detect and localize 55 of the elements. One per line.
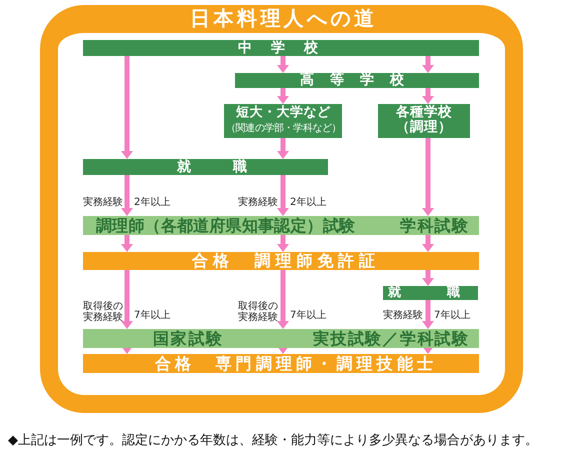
arrow <box>422 88 434 104</box>
stage-label: 就 職 <box>388 286 460 300</box>
school-label: 各種学校（調理） <box>394 105 453 135</box>
arrow <box>121 346 133 354</box>
requirement-note: 取得後の実務経験 <box>238 301 279 323</box>
school-box <box>378 104 470 138</box>
school-box <box>224 104 342 138</box>
requirement-note: 7年以上 <box>290 310 326 321</box>
arrow <box>277 138 289 159</box>
stage-bar <box>235 73 479 88</box>
arrow <box>422 235 434 252</box>
school-sublabel: （関連の学部・学科など） <box>226 123 340 135</box>
title-text: 日本料理人への道 <box>190 6 374 30</box>
stage-bar <box>83 159 328 175</box>
school-label: 短大・大学など <box>236 105 330 121</box>
requirement-note: 実務経験 <box>238 197 278 208</box>
arrow <box>277 56 289 73</box>
arrow <box>422 270 434 286</box>
arrow <box>277 270 289 329</box>
arrow <box>277 346 289 354</box>
exam-label: 実技試験／学科試験 <box>313 329 468 348</box>
exam-label: 学科試験 <box>400 216 468 235</box>
requirement-note: 実務経験 <box>383 310 423 321</box>
stage-label: 高等学校 <box>300 73 404 88</box>
arrow <box>422 138 434 216</box>
exam-band <box>83 216 479 235</box>
requirement-note: 7年以上 <box>434 310 470 321</box>
stage-bar <box>383 286 478 300</box>
stage-label: 中学校 <box>238 40 318 56</box>
footnote: ◆上記は一例です。認定にかかる年数は、経験・能力等により多少異なる場合があります。 <box>8 433 538 449</box>
requirement-note: 7年以上 <box>134 310 170 321</box>
stage-label: 就 職 <box>177 159 247 175</box>
arrow <box>277 88 289 104</box>
arrow <box>422 56 434 73</box>
arrow <box>121 175 133 216</box>
result-label: 合格 専門調理師・調理技能士 <box>155 354 433 373</box>
requirement-note: 2年以上 <box>134 197 170 208</box>
rounded-frame <box>40 5 523 413</box>
exam-label: 調理師（各都道府県知事認定）試験 <box>96 216 355 235</box>
arrow <box>121 270 133 329</box>
arrow <box>277 175 289 216</box>
arrow <box>121 56 133 159</box>
result-label: 合格 調理師免許証 <box>192 252 375 270</box>
exam-band <box>83 329 479 348</box>
arrow <box>422 300 434 329</box>
arrow <box>121 235 133 252</box>
arrow <box>422 346 434 354</box>
stage-bar <box>83 40 479 56</box>
result-bar <box>83 252 479 270</box>
exam-label: 国家試験 <box>153 329 222 348</box>
arrow <box>277 235 289 252</box>
requirement-note: 2年以上 <box>290 197 326 208</box>
requirement-note: 実務経験 <box>83 197 123 208</box>
requirement-note: 取得後の実務経験 <box>83 301 124 323</box>
result-bar <box>83 354 479 373</box>
